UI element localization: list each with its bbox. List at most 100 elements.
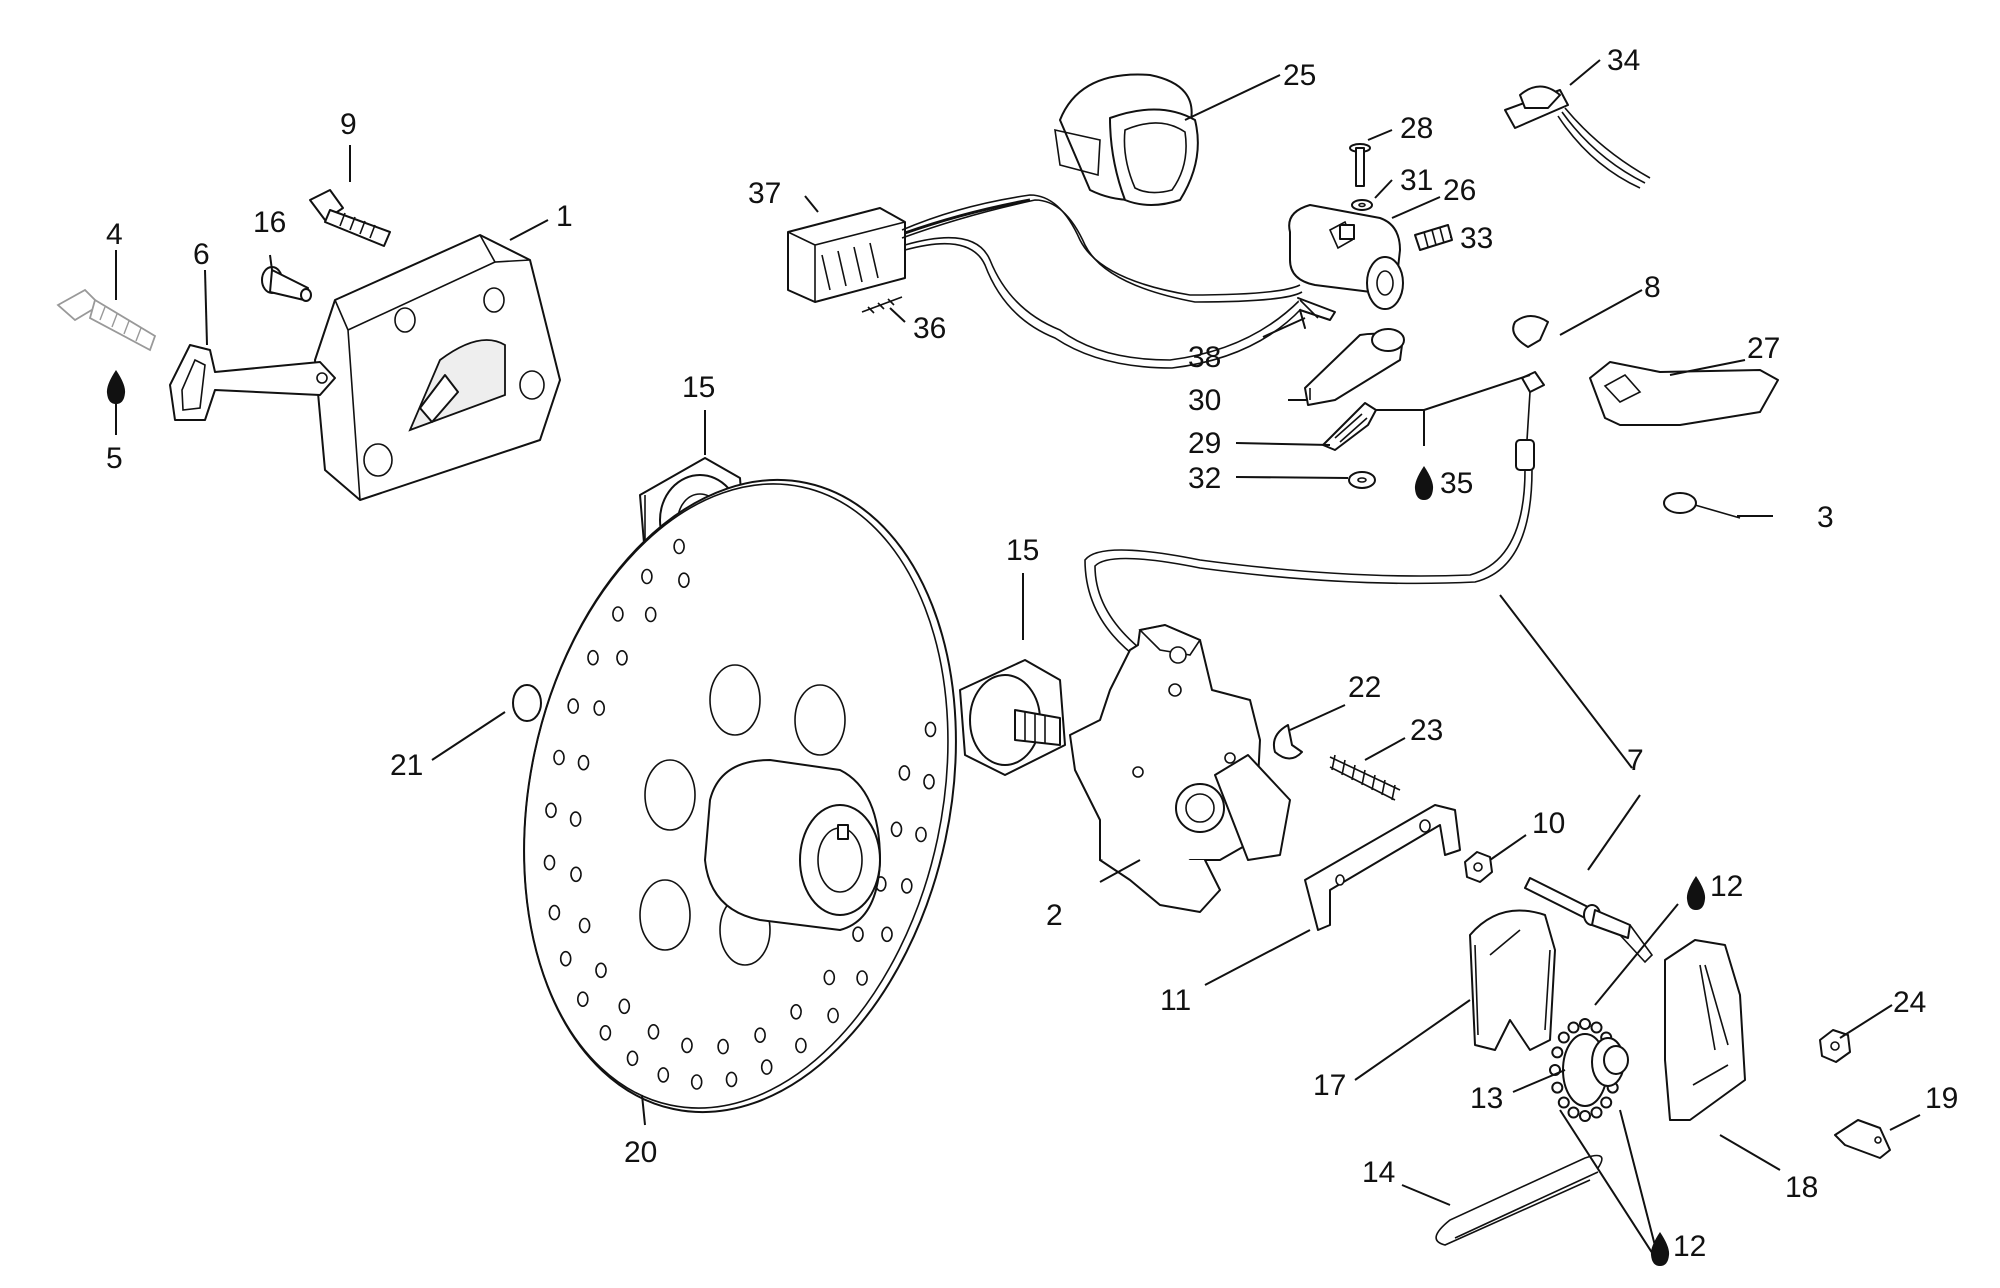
callout-13: 13 [1470,1082,1503,1115]
oil-drop-icon [1686,876,1706,910]
part-13-sprocket [1549,1018,1629,1122]
disc-vent-hole [616,649,628,666]
part-14-cotter-pin [1435,1154,1603,1246]
disc-vent-hole [587,649,599,666]
part-31-washer [1351,199,1373,211]
disc-vent-hole [890,821,903,838]
callout-33: 33 [1460,222,1493,255]
disc-vent-hole [790,1003,802,1020]
disc-vent-hole [570,866,582,883]
callout-25: 25 [1283,59,1316,92]
sprocket-tooth [1579,1018,1591,1030]
oil-drop-icon [106,370,126,404]
part-3-cable-tie [1663,492,1741,519]
disc-vent-hole [725,1071,738,1088]
disc-vent-hole [717,1038,729,1055]
callout-19: 19 [1925,1082,1958,1115]
disc-vent-hole [577,754,590,771]
part-33-set-screw [1414,224,1453,251]
sprocket-tooth [1551,1046,1564,1059]
part-30-plunger [1304,328,1405,406]
disc-vent-hole [678,572,690,589]
disc-vent-hole [618,998,631,1015]
sprocket-tooth [1567,1106,1580,1119]
part-11-bracket [1304,804,1461,931]
callout-24: 24 [1893,986,1926,1019]
oil-drop-icon [1414,466,1434,500]
disc-vent-hole [900,878,913,894]
part-27-brake-lever [1589,361,1779,426]
wire-harness [901,194,1303,369]
sprocket-tooth [1579,1110,1591,1122]
sprocket-tooth [1557,1096,1570,1109]
disc-vent-hole [595,962,607,979]
disc-vent-hole [578,917,591,934]
sprocket-tooth [1600,1096,1613,1109]
callout-12a: 12 [1710,870,1743,903]
disc-vent-hole [823,969,836,986]
callout-14: 14 [1362,1156,1395,1189]
part-38-spring-clip [1297,297,1336,329]
callout-18: 18 [1785,1171,1818,1204]
callout-21: 21 [390,749,423,782]
part-8-circlip [1512,315,1549,348]
callout-30: 30 [1188,384,1221,417]
part-28-pin [1349,143,1371,187]
disc-vent-hole [881,926,893,943]
disc-vent-hole [657,1067,670,1083]
callout-12b: 12 [1673,1230,1706,1263]
disc-vent-hole [593,700,606,716]
disc-vent-hole [567,698,580,714]
disc-vent-hole [626,1050,639,1067]
part-36-wire-clip [861,296,903,314]
disc-vent-hole [548,904,561,921]
part-2-caliper-bracket [1069,624,1291,913]
disc-vent-hole [647,1024,660,1040]
callout-15b: 15 [1006,534,1039,567]
part-29-spring-plate [1322,402,1377,451]
callout-28: 28 [1400,112,1433,145]
part-16-pin [261,266,312,302]
callout-17: 17 [1313,1069,1346,1102]
disc-vent-hole [923,773,935,790]
part-4-adjusting-screw [56,288,157,352]
callout-26: 26 [1443,174,1476,207]
callout-10: 10 [1532,807,1565,840]
callout-2: 2 [1046,899,1063,932]
disc-vent-hole [856,970,868,986]
part-26-switch-housing [1288,204,1404,310]
callout-15a: 15 [682,371,715,404]
disc-vent-hole [827,1007,839,1024]
part-24-nut [1819,1029,1851,1063]
disc-vent-hole [553,749,565,766]
part-18-mounting-plate [1664,939,1746,1121]
part-23-spring [1329,754,1401,801]
part-17-clevis [1469,909,1556,1051]
callout-22: 22 [1348,671,1381,704]
callout-20: 20 [624,1136,657,1169]
part-25-rubber-boot [1054,73,1199,206]
disc-vent-hole [915,826,927,843]
oil-drop-icon [1650,1232,1670,1266]
callout-labels: 1 2 3 4 5 6 7 8 9 10 11 12 12 13 14 15 1… [106,44,1958,1263]
part-34-sensor [1504,85,1651,189]
callout-27: 27 [1747,332,1780,365]
part-37-connector [787,207,906,303]
disc-vent-hole [543,854,556,871]
disc-vent-hole [641,568,653,585]
part-1-mounting-plate [314,234,561,501]
callout-6: 6 [193,238,210,271]
callout-9: 9 [340,108,357,141]
callout-23: 23 [1410,714,1443,747]
callout-38: 38 [1188,341,1221,374]
part-9-bolt [309,189,391,247]
disc-vent-holes [543,538,937,1090]
disc-vent-hole [644,606,657,623]
disc-vent-hole [673,538,685,555]
disc-vent-hole [576,991,589,1008]
callout-1: 1 [556,200,573,233]
part-15-bushing-lower [959,659,1066,776]
callout-31: 31 [1400,164,1433,197]
callout-32: 32 [1188,462,1221,495]
